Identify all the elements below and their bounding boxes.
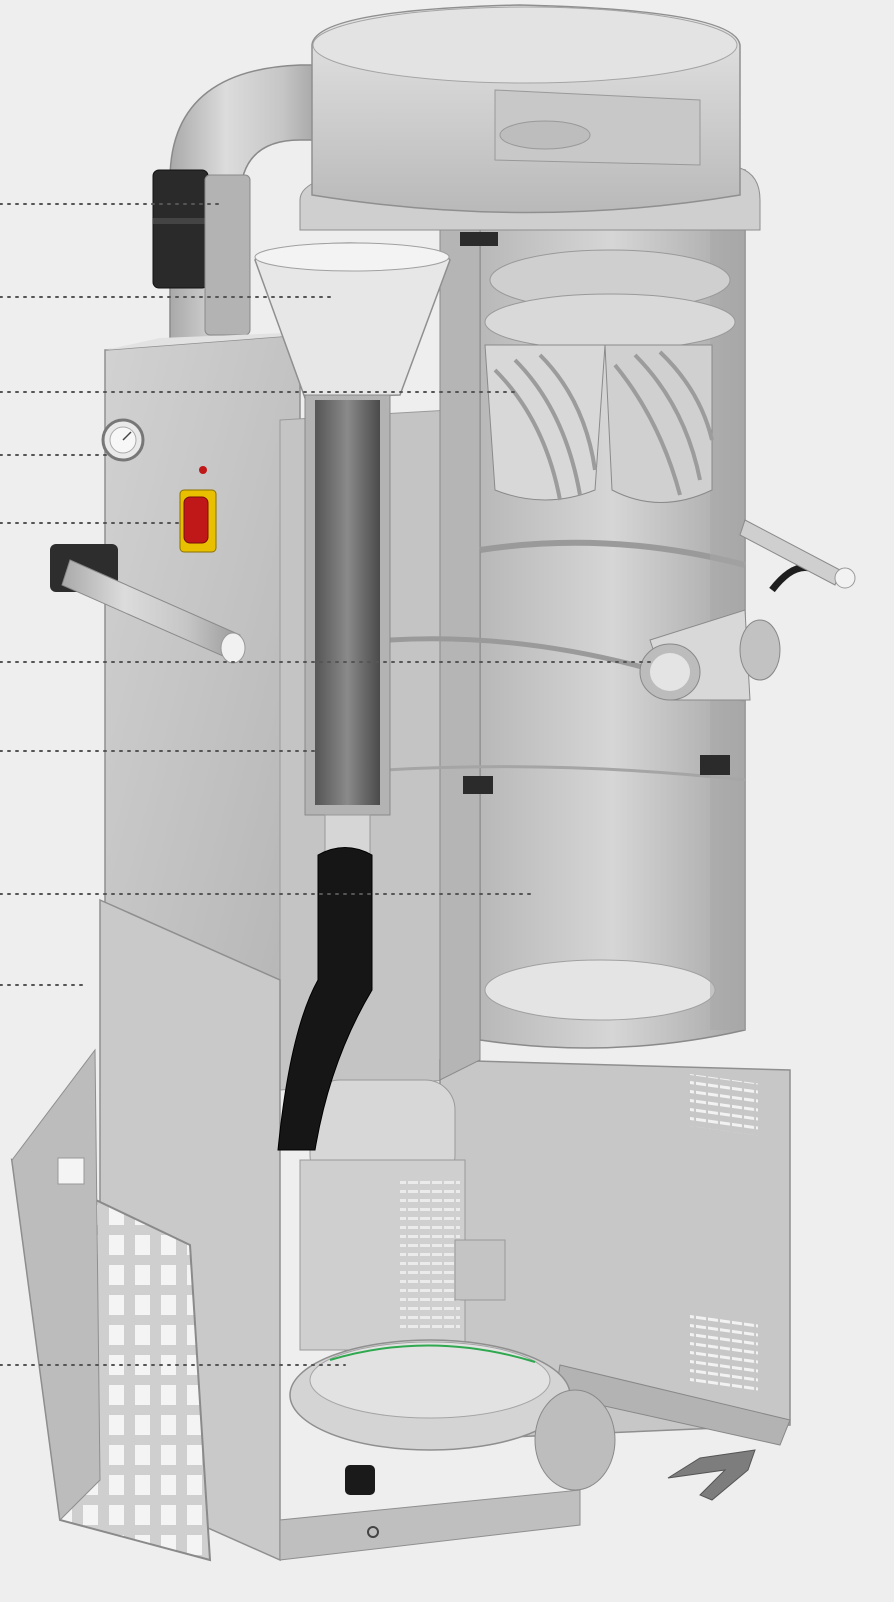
inlet-hose-elbow (152, 64, 331, 361)
top-lid (299, 4, 761, 231)
motor-blower (289, 1079, 616, 1495)
main-switch (179, 466, 217, 553)
rear-panel (439, 1059, 791, 1501)
push-handle (50, 544, 246, 664)
side-inlet-nozzle (639, 519, 856, 701)
pressure-gauge (101, 418, 145, 462)
filter-cartridges (484, 249, 736, 503)
lower-frame (10, 898, 581, 1562)
leader-lines (0, 203, 656, 1366)
discharge-tube (277, 394, 391, 1151)
feed-hopper (254, 242, 451, 399)
